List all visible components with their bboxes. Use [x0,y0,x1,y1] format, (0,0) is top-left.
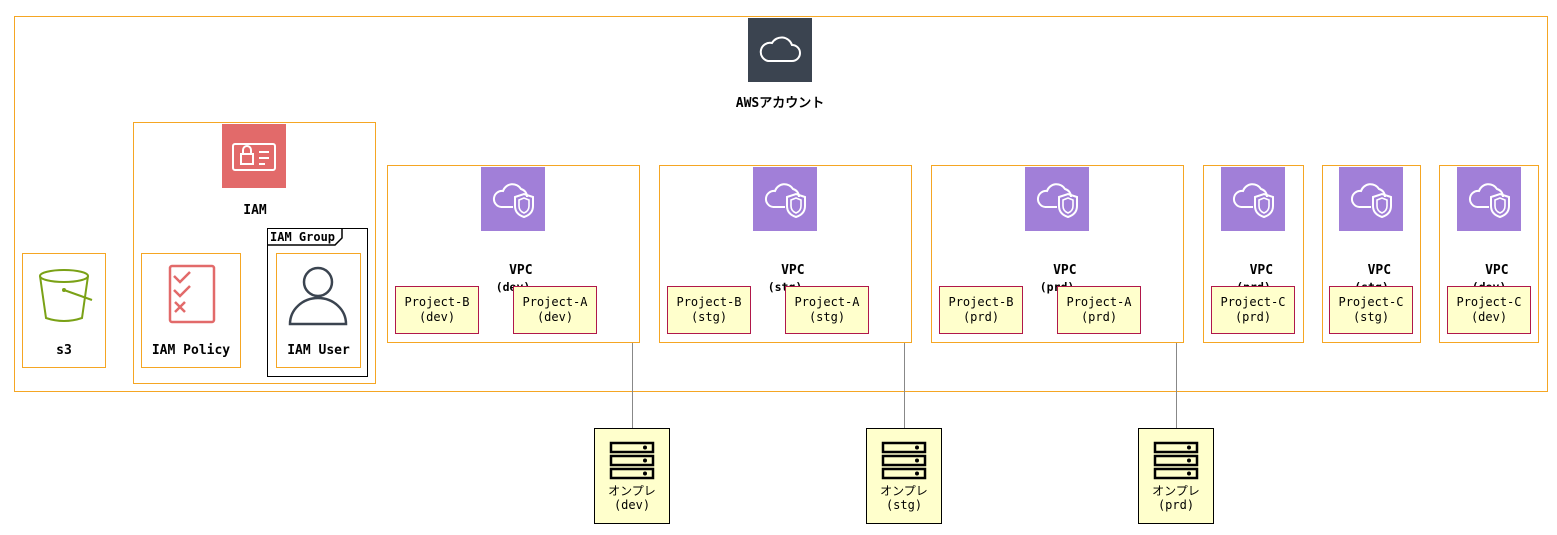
project-name: Project-C [1456,295,1522,309]
project-name: Project-B [948,295,1014,309]
s3-label: s3 [56,343,72,358]
connector-line [632,343,633,429]
project-env: (stg) [1352,310,1390,324]
iam-user-container [276,253,361,368]
connector-line [904,343,905,429]
project-env: (stg) [808,310,846,324]
project-box: Project-B(prd) [939,286,1023,334]
project-env: (prd) [1080,310,1118,324]
project-env: (prd) [1234,310,1272,324]
project-box: Project-A(dev) [513,286,597,334]
project-box: Project-C(dev) [1447,286,1531,334]
vpc-icon [1221,167,1285,231]
vpc-container [1439,165,1539,343]
project-name: Project-A [522,295,588,309]
project-env: (dev) [1470,310,1508,324]
vpc-icon [1339,167,1403,231]
iam-container [133,122,376,384]
server-icon [881,441,927,480]
onprem-env: (dev) [613,498,651,512]
project-name: Project-A [794,295,860,309]
onprem-label: オンプレ [1152,484,1200,498]
onprem-label: オンプレ [880,484,928,498]
vpc-icon [481,167,545,231]
iam-group-tab [267,228,343,246]
onprem-env: (stg) [885,498,923,512]
project-name: Project-B [404,295,470,309]
iam-policy-container [141,253,241,368]
iam-group-container [267,228,368,377]
project-name: Project-C [1220,295,1286,309]
server-icon [1153,441,1199,480]
project-env: (stg) [690,310,728,324]
vpc-container [1203,165,1304,343]
vpc-title: VPC [781,263,805,278]
s3-container [22,253,106,368]
iam-policy-label: IAM Policy [151,343,231,358]
onprem-box: オンプレ (stg) [866,428,942,524]
vpc-icon [1457,167,1521,231]
s3-bucket-icon [32,262,96,326]
onprem-label: オンプレ [608,484,656,498]
vpc-icon [1025,167,1089,231]
connector-line [1176,343,1177,429]
aws-cloud-icon [748,18,812,82]
project-env: (dev) [536,310,574,324]
vpc-container [1322,165,1421,343]
vpc-container [659,165,912,343]
project-box: Project-C(prd) [1211,286,1295,334]
project-name: Project-A [1066,295,1132,309]
vpc-container [931,165,1184,343]
aws-account-container [14,16,1548,392]
project-env: (dev) [418,310,456,324]
project-box: Project-C(stg) [1329,286,1413,334]
project-name: Project-B [676,295,742,309]
onprem-box: オンプレ (dev) [594,428,670,524]
vpc-icon [753,167,817,231]
project-box: Project-B(stg) [667,286,751,334]
server-icon [609,441,655,480]
vpc-title: VPC [1485,263,1509,278]
project-box: Project-A(stg) [785,286,869,334]
vpc-title: VPC [509,263,533,278]
vpc-title: VPC [1053,263,1077,278]
iam-user-label: IAM User [287,343,350,358]
onprem-box: オンプレ (prd) [1138,428,1214,524]
project-env: (prd) [962,310,1000,324]
vpc-title: VPC [1367,263,1392,278]
project-box: Project-B(dev) [395,286,479,334]
checklist-icon [160,262,224,326]
project-box: Project-A(prd) [1057,286,1141,334]
project-name: Project-C [1338,295,1404,309]
aws-account-label: AWSアカウント [735,96,825,111]
iam-label: IAM [243,203,267,218]
iam-identity-icon [222,124,286,188]
onprem-env: (prd) [1157,498,1195,512]
vpc-container [387,165,640,343]
vpc-title: VPC [1249,263,1274,278]
iam-group-label: IAM Group [270,230,336,244]
user-icon [286,262,350,326]
